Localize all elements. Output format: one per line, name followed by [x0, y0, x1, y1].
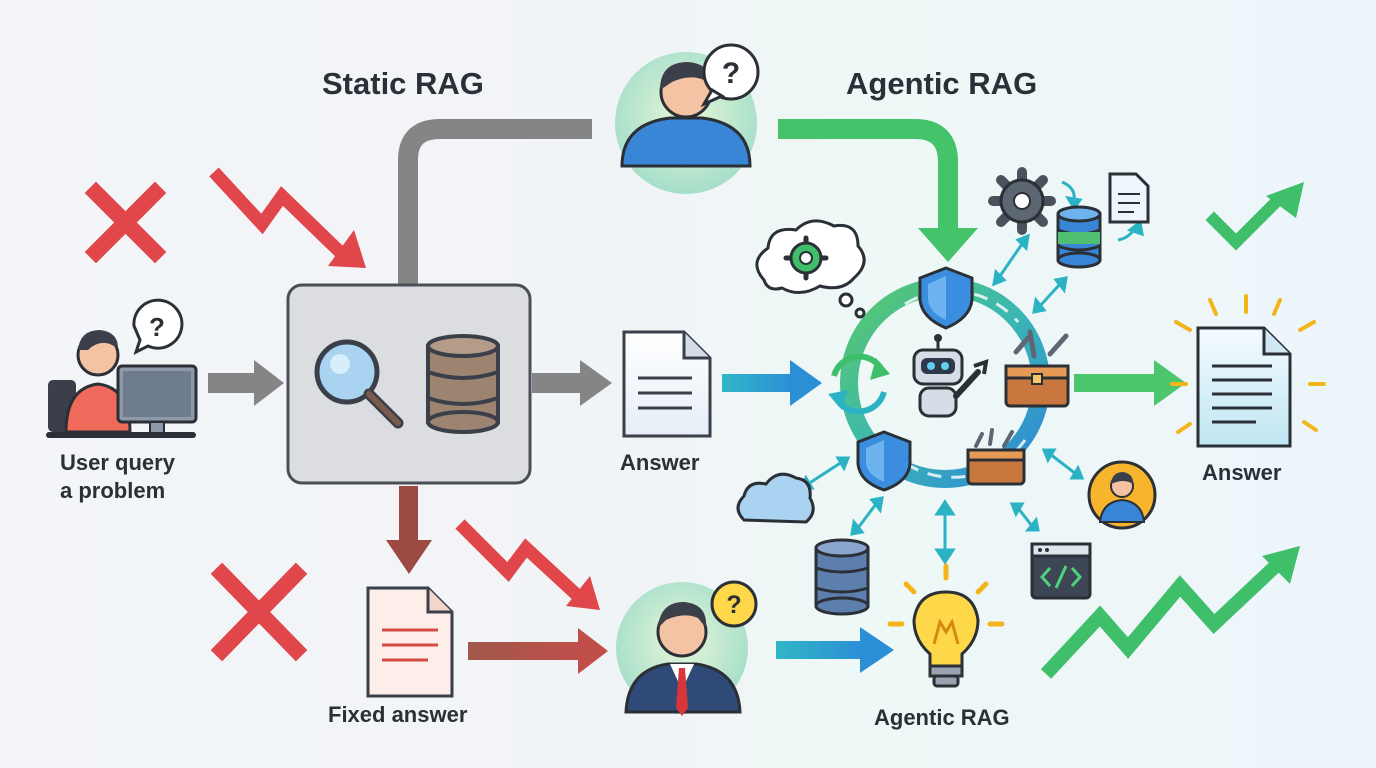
green-connector-top — [778, 119, 978, 262]
svg-text:?: ? — [722, 57, 740, 90]
down-trend-arrow-top — [209, 167, 366, 268]
gray-arrow-to-answer — [532, 360, 612, 406]
cloud-icon — [736, 472, 815, 524]
toolbox-icon — [1004, 329, 1070, 408]
agentic-rag-bottom-label: Agentic RAG — [874, 705, 1010, 730]
database-icon — [1056, 205, 1102, 269]
user-at-computer-icon — [46, 330, 198, 438]
shield-icon — [918, 266, 974, 330]
refresh-icon — [828, 353, 890, 415]
gray-connector-top — [398, 119, 592, 285]
question-bubble-icon: ? — [710, 580, 758, 628]
code-window-icon — [1030, 542, 1092, 600]
svg-text:?: ? — [149, 312, 165, 342]
up-trend-arrow — [1040, 546, 1300, 679]
database-icon — [426, 334, 500, 434]
static-answer-label: Answer — [620, 450, 700, 475]
fixed-answer-label: Fixed answer — [328, 702, 468, 727]
user-avatar-small — [1087, 460, 1157, 530]
user-query-label-line1: User query — [60, 450, 175, 475]
agentic-answer-label: Answer — [1202, 460, 1282, 485]
shield-icon — [856, 430, 912, 492]
magnifier-icon — [314, 339, 404, 429]
question-bubble-icon: ? — [700, 43, 760, 108]
red-arrow-down — [386, 486, 432, 574]
agentic-rag-title: Agentic RAG — [846, 66, 1038, 101]
fixed-answer-document-icon — [366, 586, 454, 698]
svg-text:?: ? — [726, 591, 741, 619]
toolbox-icon — [966, 428, 1026, 486]
static-rag-title: Static RAG — [322, 66, 484, 101]
document-icon — [1108, 172, 1150, 224]
x-icon — [210, 562, 308, 662]
teal-arrow-to-agent — [722, 360, 822, 406]
database-icon — [814, 538, 870, 616]
teal-arrow-to-lightbulb — [776, 627, 894, 673]
document-icon — [622, 330, 712, 438]
gray-arrow-to-search — [208, 360, 284, 406]
lightbulb-icon — [887, 563, 1005, 688]
user-query-label-line2: a problem — [60, 478, 166, 503]
question-bubble-icon: ? — [132, 298, 184, 355]
small-arrows — [799, 180, 1144, 565]
thought-cloud-gear-icon — [755, 219, 866, 319]
red-arrow-to-user — [468, 628, 608, 674]
x-icon — [84, 181, 167, 264]
gear-icon — [988, 167, 1056, 235]
down-trend-arrow-bottom — [455, 519, 600, 610]
green-arrow-to-answer — [1074, 360, 1186, 406]
check-icon — [1205, 182, 1304, 251]
robot-icon — [912, 334, 989, 418]
answer-document-icon — [1170, 294, 1326, 448]
